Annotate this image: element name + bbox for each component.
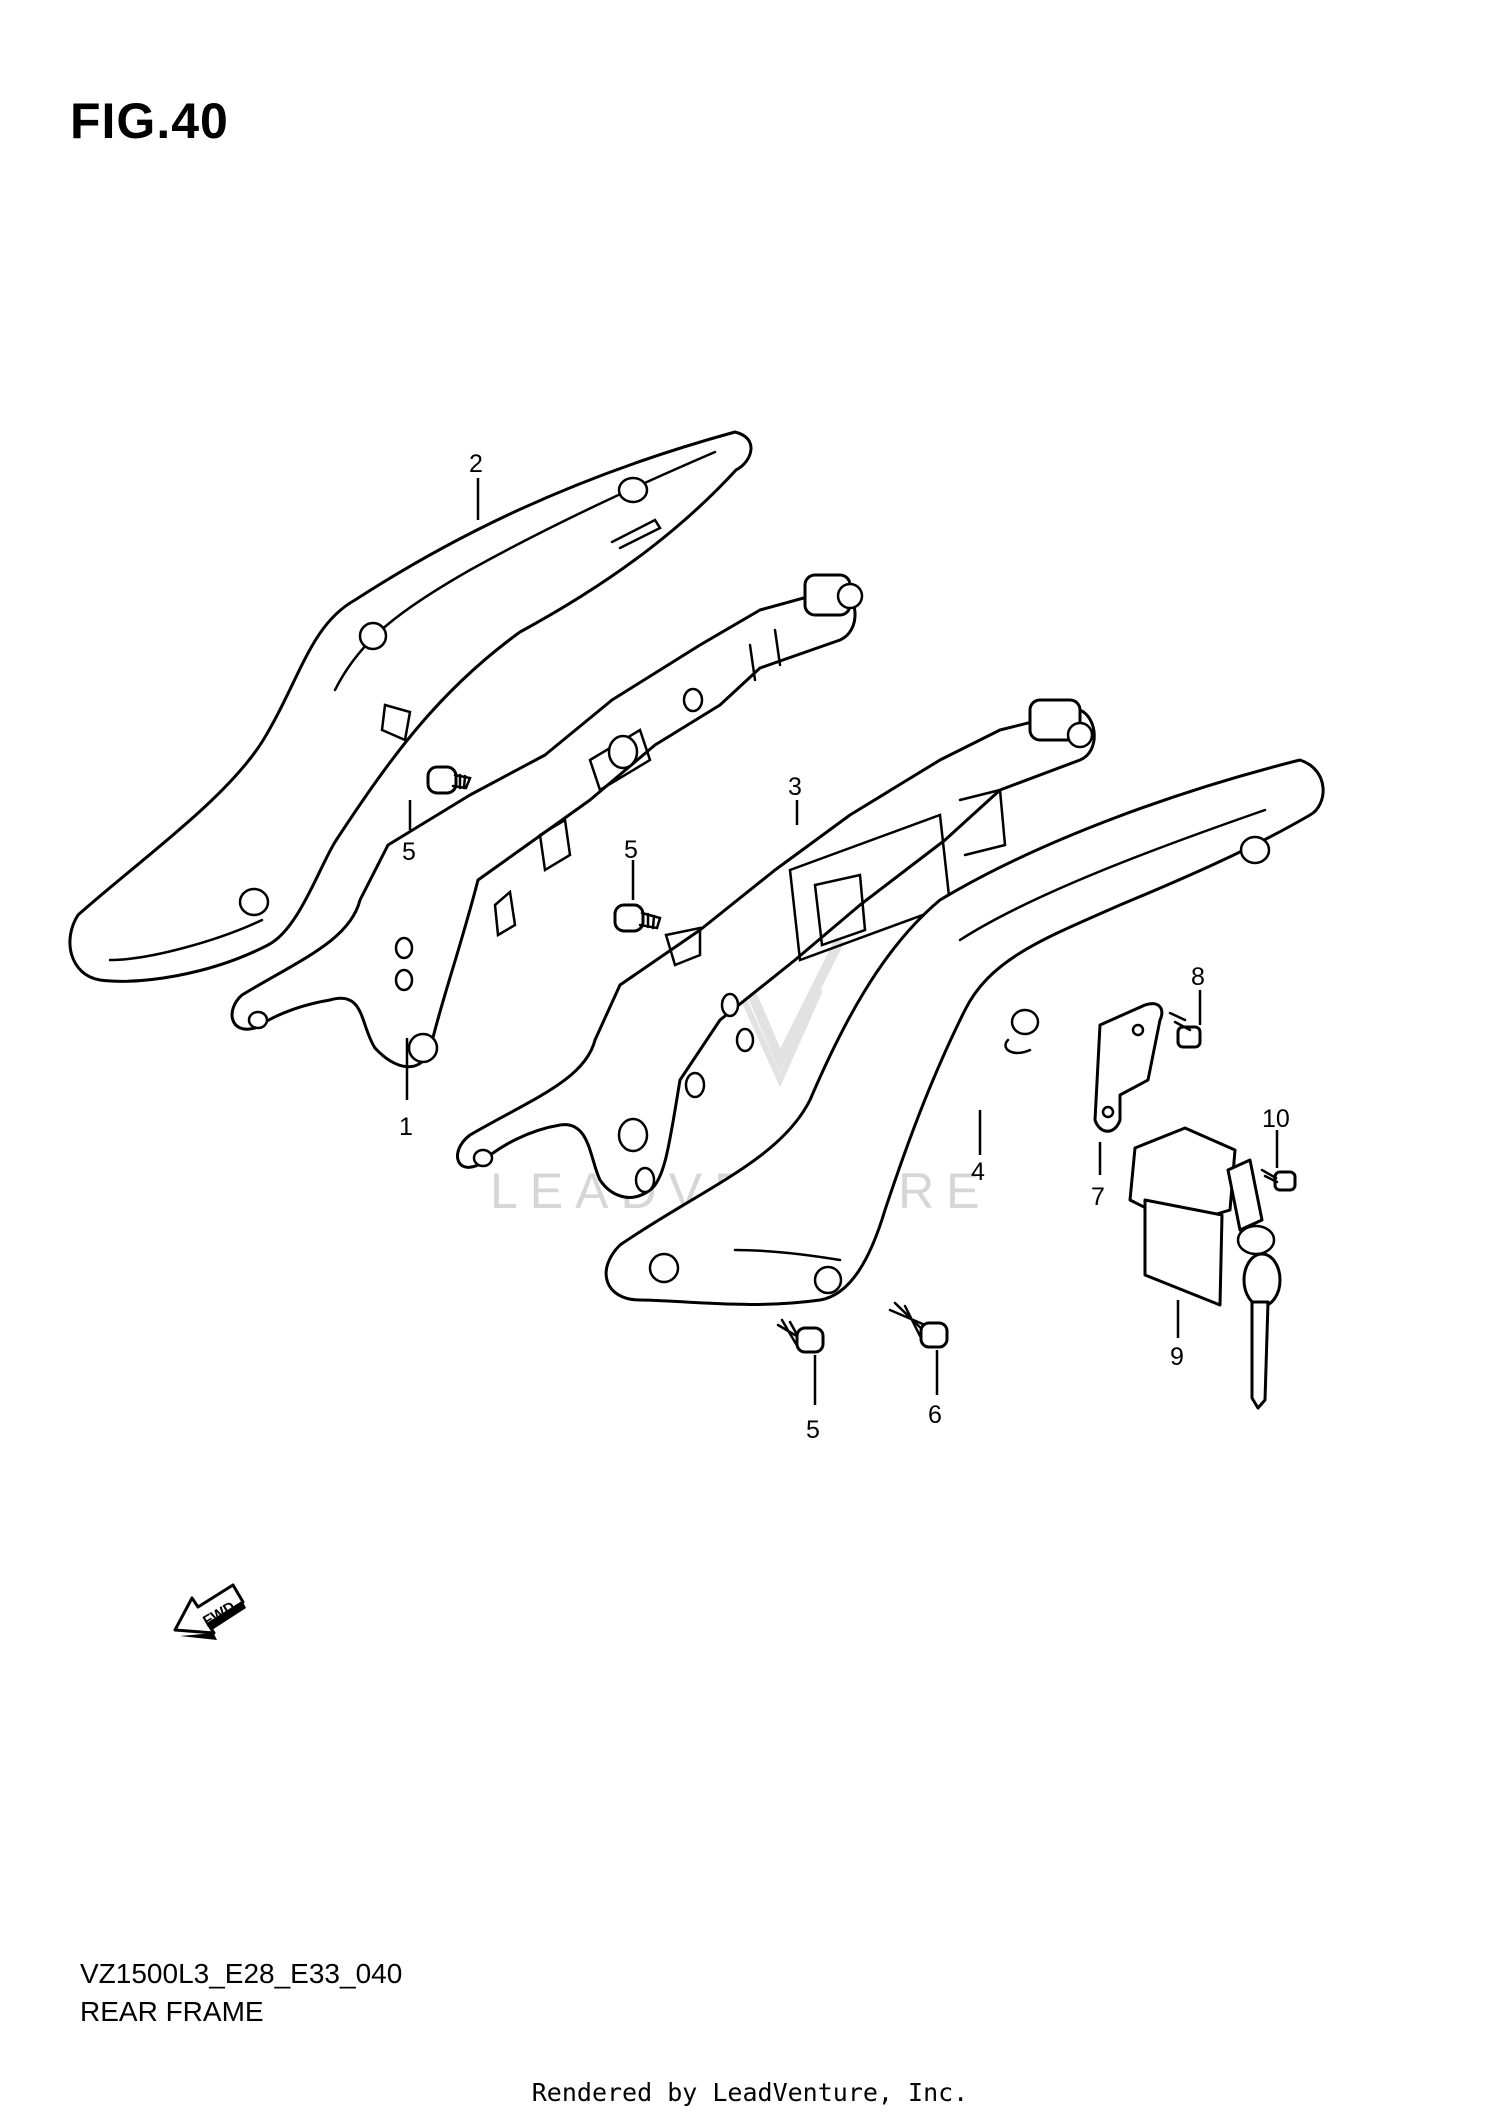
screw-10 [1260, 1168, 1297, 1192]
callout-10: 10 [1262, 1105, 1290, 1133]
part-2-grab-rail-left [68, 430, 753, 983]
rendered-by-footer: Rendered by LeadVenture, Inc. [531, 2078, 969, 2107]
diagram-caption: REAR FRAME [80, 1996, 264, 2027]
diagram-code: VZ1500L3_E28_E33_040 [80, 1958, 403, 1989]
fwd-arrow-icon: FWD [173, 1583, 246, 1640]
callout-5-upper-left: 5 [402, 838, 416, 866]
callout-2: 2 [469, 450, 483, 478]
part-3-rear-frame-right [456, 698, 1096, 1199]
screw-5-center [613, 903, 662, 933]
callout-1: 1 [399, 1113, 413, 1141]
callout-4: 4 [971, 1158, 985, 1186]
leader-lines [405, 478, 1279, 1405]
part-1-rear-frame-left [230, 573, 864, 1069]
callout-5-lower: 5 [806, 1416, 820, 1444]
figure-title: FIG.40 [70, 93, 229, 149]
callout-6: 6 [928, 1401, 942, 1429]
screw-6 [888, 1301, 949, 1349]
part-4-grab-rail-right [604, 758, 1325, 1306]
screw-5-lower [776, 1318, 825, 1354]
part-9-helmet-lock [1128, 1126, 1282, 1410]
callout-5-center: 5 [624, 836, 638, 864]
callout-9: 9 [1170, 1343, 1184, 1371]
screw-5-upper-left [426, 765, 472, 795]
callout-7: 7 [1091, 1183, 1105, 1211]
callout-8: 8 [1191, 963, 1205, 991]
part-7-bracket [1093, 1002, 1164, 1133]
callout-3: 3 [788, 773, 802, 801]
screw-8 [1168, 1011, 1202, 1049]
